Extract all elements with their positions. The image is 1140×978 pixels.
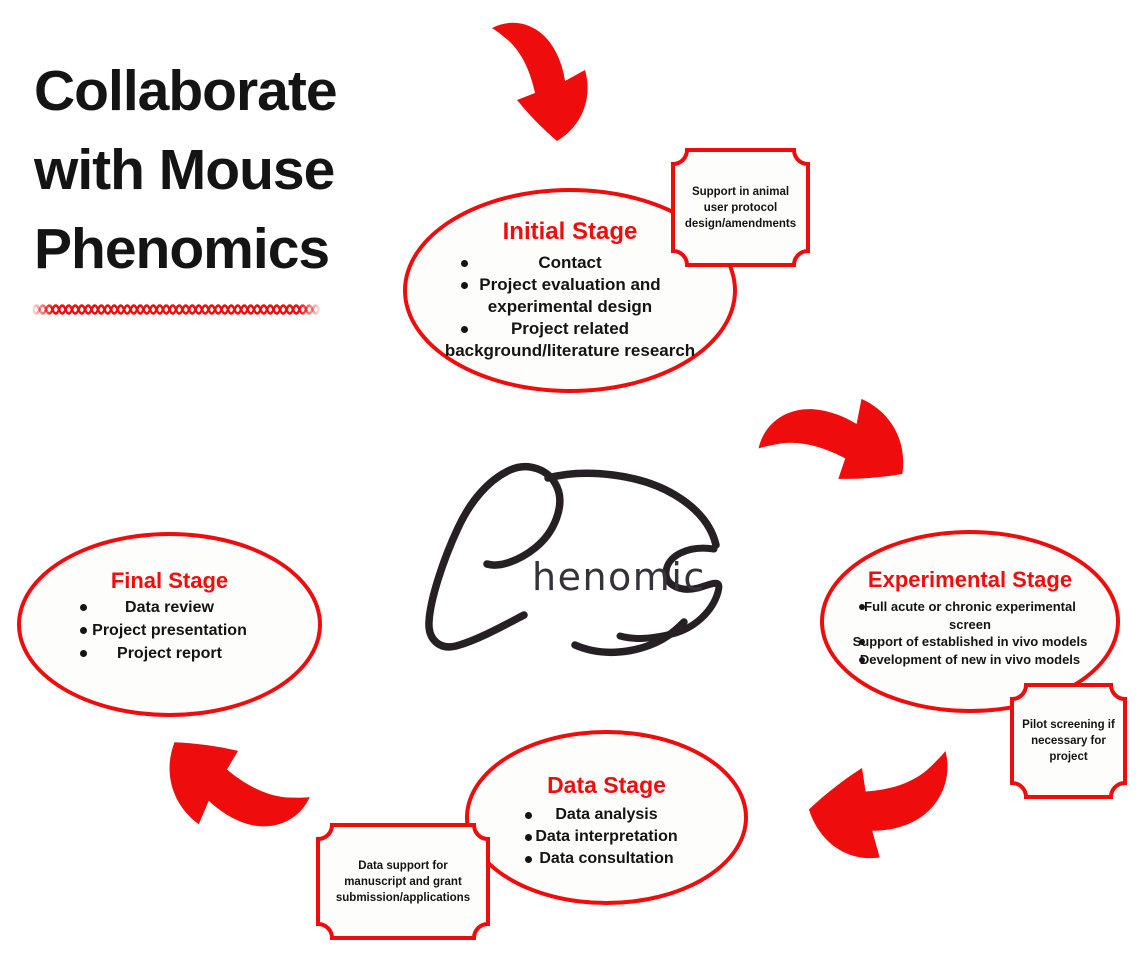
stage-item: Support of established in vivo models (845, 633, 1095, 651)
callout-pilot-text: Pilot screening if necessary for project (1022, 719, 1115, 763)
stage-item: Project evaluation and experimental desi… (439, 274, 701, 318)
page-title: Collaborate with Mouse Phenomics (34, 52, 454, 289)
divider-wave-b (33, 304, 320, 315)
ticket-frame (671, 148, 810, 267)
arrow-to-initial-icon (485, 12, 597, 147)
mouse-tail-s-icon (616, 544, 723, 642)
stage-ellipse-data: Data Stage Data analysis Data interpreta… (465, 730, 748, 905)
mouse-back-icon (544, 469, 720, 549)
stage-title-final: Final Stage (110, 568, 229, 593)
mouse-head-icon (425, 463, 564, 651)
stage-item: Full acute or chronic experimental scree… (845, 598, 1095, 633)
stage-item: Data review (50, 596, 290, 619)
callout-manuscript-text: Data support for manuscript and grant su… (335, 859, 471, 904)
stage-item: Contact (439, 252, 701, 274)
stage-item: Project report (50, 642, 290, 665)
stage-item: Data analysis (497, 804, 717, 826)
callout-pilot-box: Pilot screening if necessary for project (1010, 683, 1127, 799)
phenomics-mouse-logo: henomic (425, 463, 723, 656)
stage-ellipse-experimental: Experimental Stage Full acute or chronic… (820, 530, 1120, 713)
arrow-experimental-to-data-icon (794, 720, 965, 884)
stage-item: Data consultation (497, 848, 717, 870)
braid-divider (33, 304, 320, 315)
stage-title-data: Data Stage (547, 772, 666, 798)
stage-item: Project presentation (50, 619, 290, 642)
stage-ellipse-final: Final Stage Data review Project presenta… (17, 532, 322, 717)
stage-item: Project related background/literature re… (439, 318, 701, 362)
ticket-frame (316, 823, 490, 940)
callout-support-box: Support in animal user protocol design/a… (671, 148, 810, 267)
arrow-initial-to-experimental-icon (740, 347, 936, 540)
stage-items-final: Data review Project presentation Project… (33, 596, 306, 665)
logo-wordmark: henomic (532, 555, 706, 599)
title-line-1: Collaborate (34, 59, 338, 123)
callout-support-text: Support in animal user protocol design/a… (684, 185, 797, 230)
callout-manuscript-box: Data support for manuscript and grant su… (316, 823, 490, 940)
title-line-2: with Mouse (34, 138, 335, 202)
arrow-data-to-final-icon (135, 687, 327, 883)
stage-title-experimental: Experimental Stage (867, 567, 1073, 592)
stage-item: Data interpretation (497, 826, 717, 848)
stage-item: Development of new in vivo models (845, 651, 1095, 669)
title-line-3: Phenomics (34, 217, 330, 281)
stage-items-experimental: Full acute or chronic experimental scree… (836, 598, 1105, 668)
stage-title-initial: Initial Stage (502, 218, 638, 245)
stage-items-initial: Contact Project evaluation and experimen… (420, 252, 720, 362)
stage-items-data: Data analysis Data interpretation Data c… (480, 804, 733, 870)
ticket-frame (1010, 683, 1127, 799)
